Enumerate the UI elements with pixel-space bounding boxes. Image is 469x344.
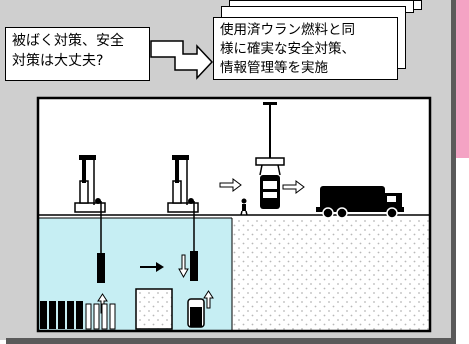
accent-tab <box>456 0 469 158</box>
fuel-assembly <box>97 253 105 283</box>
arrow-right-icon <box>282 180 305 194</box>
transport-cask-icon <box>255 102 285 209</box>
crane-icon <box>167 155 199 251</box>
crane-icon <box>74 155 106 253</box>
question-callout: 被ばく対策、安全 対策は大丈夫? <box>5 27 150 81</box>
arrow-up-icon <box>203 290 214 309</box>
transfer-block <box>135 288 173 330</box>
fuel-assembly <box>190 251 198 281</box>
ground-area <box>232 218 430 331</box>
arrow-right-icon <box>219 178 242 192</box>
building-outline <box>36 96 432 333</box>
big-arrow-icon <box>150 40 214 80</box>
answer-callout: 使用済ウラン燃料と同 様に確実な安全対策、 情報管理等を実施 <box>213 17 398 80</box>
panel-shadow-bottom <box>6 338 456 344</box>
fuel-rack-icon <box>40 301 116 330</box>
transport-cask-icon <box>187 298 205 328</box>
arrow-right-icon <box>140 262 164 272</box>
panel-shadow-right <box>451 0 456 344</box>
arrow-down-icon <box>178 254 189 279</box>
truck-icon <box>316 186 404 219</box>
facility-diagram <box>36 96 432 333</box>
worker-icon <box>240 198 248 216</box>
